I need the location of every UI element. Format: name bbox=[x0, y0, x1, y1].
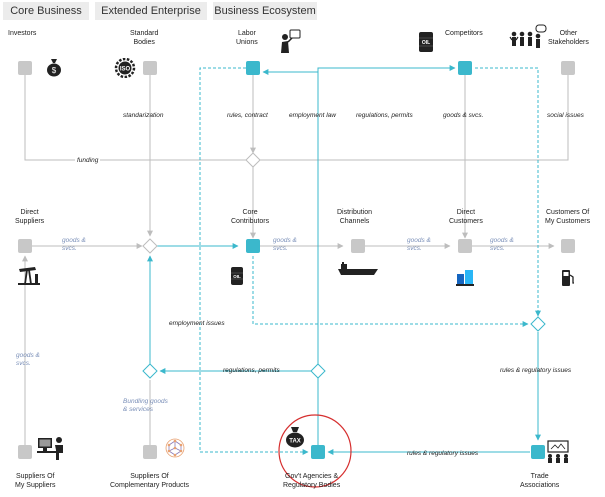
labor-unions-node[interactable] bbox=[246, 61, 260, 75]
investors-label: Investors bbox=[8, 30, 37, 37]
worker-computer-icon bbox=[37, 437, 63, 460]
goods-svcs-core-edge-label: goods & svcs. bbox=[273, 237, 297, 252]
iso-gear-icon: ISO bbox=[114, 58, 136, 78]
trade-associations-label: Trade Associations bbox=[520, 473, 560, 489]
goods-svcs-supplier-edge-label: goods & svcs. bbox=[62, 237, 86, 252]
funding-edge-label: funding bbox=[75, 157, 101, 165]
competitors-label: Competitors bbox=[445, 30, 483, 37]
junction-diamonds bbox=[142, 152, 546, 379]
direct-customers-label: Direct Customers bbox=[449, 209, 483, 225]
regulations-diamond bbox=[310, 363, 326, 379]
suppliers-complementary-label: Suppliers Of Complementary Products bbox=[110, 473, 189, 489]
govt-agencies-label: Gov't Agencies & Regulatory Bodies bbox=[283, 473, 341, 489]
suppliers-complementary-node[interactable] bbox=[143, 445, 157, 459]
core-contributors-node[interactable] bbox=[246, 239, 260, 253]
conference-icon bbox=[547, 440, 569, 463]
competitors-node[interactable] bbox=[458, 61, 472, 75]
social-issues-edge-label: social issues bbox=[547, 112, 584, 119]
other-stakeholders-label: Other Stakeholders bbox=[548, 30, 589, 46]
goods-svcs-dist-edge-label: goods & svcs. bbox=[407, 237, 431, 252]
distribution-channels-label: Distribution Channels bbox=[337, 209, 373, 225]
svg-text:OIL: OIL bbox=[422, 40, 430, 46]
goods-svcs-top-edge-label: goods & svcs. bbox=[443, 112, 484, 119]
speaker-icon bbox=[281, 29, 301, 53]
svg-text:$: $ bbox=[52, 66, 57, 75]
suppliers-of-suppliers-node[interactable] bbox=[18, 445, 32, 459]
customers-of-customers-label: Customers Of My Customers bbox=[545, 209, 591, 225]
competitors-trade-dashed bbox=[475, 67, 541, 317]
bundling-diamond bbox=[142, 363, 158, 379]
labor-unions-label: Labor Unions bbox=[236, 30, 258, 46]
distribution-channels-node[interactable] bbox=[351, 239, 365, 253]
unions-gov-dashed bbox=[199, 67, 309, 455]
other-stakeholders-node[interactable] bbox=[561, 61, 575, 75]
standard-bodies-node[interactable] bbox=[143, 61, 157, 75]
regulations-permits-top-edge-label: regulations, permits bbox=[356, 112, 413, 119]
protest-group-icon bbox=[509, 24, 547, 48]
trade-associations-node[interactable] bbox=[531, 445, 545, 459]
employment-law-edge-label: employment law bbox=[289, 112, 336, 119]
fuel-pump-icon bbox=[562, 270, 574, 286]
regulations-top-line bbox=[317, 65, 456, 362]
standard-bodies-label: Standard Bodies bbox=[130, 30, 159, 46]
direct-suppliers-node[interactable] bbox=[18, 239, 32, 253]
competitors-oil-barrel-icon: OIL bbox=[419, 32, 433, 52]
direct-customers-node[interactable] bbox=[458, 239, 472, 253]
highlight-circle bbox=[278, 414, 352, 488]
network-cube-icon bbox=[165, 438, 185, 458]
govt-agencies-node[interactable] bbox=[311, 445, 325, 459]
employment-issues-edge-label: employment issues bbox=[169, 320, 225, 327]
core-contributors-label: Core Contributors bbox=[231, 209, 270, 225]
customers-of-customers-node[interactable] bbox=[561, 239, 575, 253]
goods-svcs-left-edge-label: goods & svcs. bbox=[16, 352, 40, 367]
storage-tanks-icon bbox=[456, 270, 474, 286]
standards-diamond bbox=[142, 238, 158, 254]
svg-text:OIL: OIL bbox=[233, 274, 241, 279]
suppliers-of-suppliers-label: Suppliers Of My Suppliers bbox=[15, 473, 56, 489]
trade-rules-diamond bbox=[530, 316, 546, 332]
rules-contract-edge-label: rules, contract bbox=[227, 112, 268, 119]
svg-text:TAX: TAX bbox=[289, 439, 301, 445]
bundling-edge-label: Bundling goods & services bbox=[123, 398, 168, 413]
tanker-ship-icon bbox=[338, 262, 378, 275]
funding-line bbox=[24, 75, 246, 161]
standardization-edge-label: standarization bbox=[123, 112, 164, 119]
tab-extended-enterprise[interactable]: Extended Enterprise bbox=[95, 2, 207, 20]
rules-regulatory-right-edge-label: rules & regulatory issues bbox=[500, 367, 572, 374]
employment-law-line bbox=[262, 69, 319, 445]
regulations-permits-mid-edge-label: regulations, permits bbox=[223, 367, 280, 374]
funding-line-right bbox=[260, 75, 569, 161]
goods-svcs-cust-edge-label: goods & svcs. bbox=[490, 237, 514, 252]
funding-diamond bbox=[245, 152, 261, 168]
money-bag-icon: $ bbox=[47, 59, 61, 77]
employment-issues-dashed bbox=[252, 256, 529, 327]
direct-suppliers-label: Direct Suppliers bbox=[15, 209, 45, 225]
tax-bag-icon: TAX bbox=[286, 427, 304, 448]
tab-business-ecosystem[interactable]: Business Ecosystem bbox=[213, 2, 317, 20]
core-oil-barrel-icon: OIL bbox=[231, 267, 243, 285]
rules-regulatory-bottom-edge-label: rules & regulatory issues bbox=[407, 450, 479, 457]
svg-text:ISO: ISO bbox=[120, 67, 131, 73]
tab-core-business[interactable]: Core Business bbox=[3, 2, 89, 20]
investors-node[interactable] bbox=[18, 61, 32, 75]
oil-pump-icon bbox=[18, 267, 40, 285]
